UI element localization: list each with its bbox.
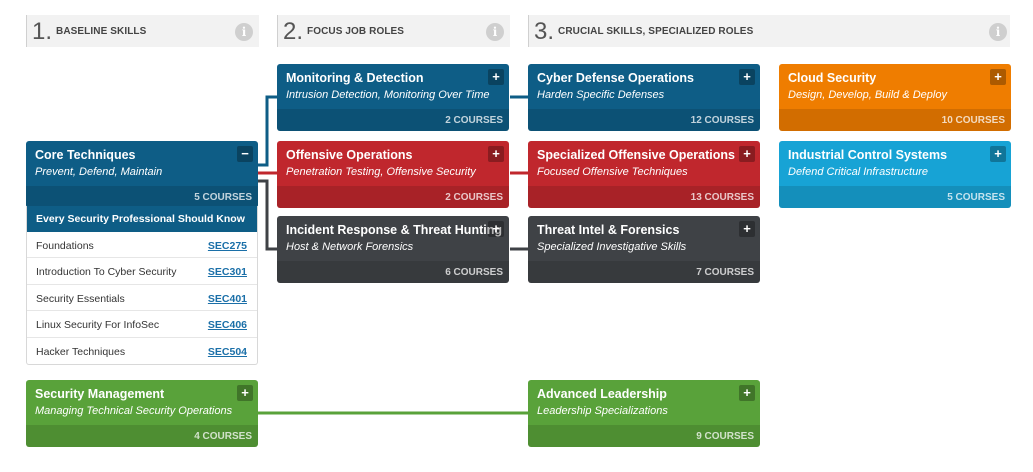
core-course-list: Every Security Professional Should Know …: [26, 206, 258, 365]
course-count: 10 COURSES: [941, 115, 1005, 126]
column-number: 1.: [32, 18, 53, 45]
column-header-baseline: 1. BASELINE SKILLS i: [26, 15, 259, 47]
course-name: Introduction To Cyber Security: [36, 266, 177, 279]
card-subtitle: Managing Technical Security Operations: [35, 405, 233, 417]
course-count: 5 COURSES: [947, 192, 1005, 203]
card-title: Industrial Control Systems: [788, 148, 948, 162]
card-subtitle: Design, Develop, Build & Deploy: [788, 89, 947, 101]
card-title: Offensive Operations: [286, 148, 413, 162]
list-item: Linux Security For InfoSec SEC406: [27, 311, 257, 338]
card-advanced-leadership[interactable]: Advanced Leadership Leadership Specializ…: [528, 380, 760, 447]
expand-icon[interactable]: +: [739, 221, 755, 237]
info-icon[interactable]: i: [486, 23, 504, 41]
info-icon[interactable]: i: [235, 23, 253, 41]
course-code-link[interactable]: SEC301: [207, 266, 247, 279]
course-name: Foundations: [36, 240, 94, 252]
card-title: Cloud Security: [788, 71, 877, 85]
card-core-techniques[interactable]: Core Techniques Prevent, Defend, Maintai…: [26, 141, 258, 208]
course-count: 7 COURSES: [696, 267, 754, 278]
expand-icon[interactable]: +: [488, 146, 504, 162]
card-monitoring-detection[interactable]: Monitoring & Detection Intrusion Detecti…: [277, 64, 509, 131]
card-specialized-offensive[interactable]: Specialized Offensive Operations Focused…: [528, 141, 760, 208]
course-count: 9 COURSES: [696, 431, 754, 442]
card-title: Advanced Leadership: [537, 387, 667, 401]
course-count: 2 COURSES: [445, 115, 503, 126]
expand-icon[interactable]: +: [488, 221, 504, 237]
column-header-focus: 2. FOCUS JOB ROLES i: [277, 15, 510, 47]
card-security-management[interactable]: Security Management Managing Technical S…: [26, 380, 258, 447]
card-title: Threat Intel & Forensics: [537, 223, 680, 237]
card-subtitle: Harden Specific Defenses: [537, 89, 665, 101]
expand-icon[interactable]: +: [990, 146, 1006, 162]
card-industrial-control-systems[interactable]: Industrial Control Systems Defend Critic…: [779, 141, 1011, 208]
course-name: Hacker Techniques: [36, 345, 126, 358]
card-subtitle: Penetration Testing, Offensive Security: [286, 166, 476, 178]
column-number: 3.: [534, 18, 555, 45]
card-subtitle: Specialized Investigative Skills: [537, 241, 687, 253]
card-subtitle: Focused Offensive Techniques: [537, 166, 688, 178]
expand-icon[interactable]: +: [739, 385, 755, 401]
info-icon[interactable]: i: [989, 23, 1007, 41]
course-count: 5 COURSES: [194, 192, 252, 203]
course-count: 6 COURSES: [445, 267, 503, 278]
card-subtitle: Defend Critical Infrastructure: [788, 166, 928, 178]
course-name: Security Essentials: [36, 292, 125, 305]
card-threat-intel-forensics[interactable]: Threat Intel & Forensics Specialized Inv…: [528, 216, 760, 283]
expand-icon[interactable]: +: [739, 146, 755, 162]
card-subtitle: Leadership Specializations: [537, 405, 668, 417]
list-item: Introduction To Cyber Security SEC301: [27, 258, 257, 285]
course-count: 2 COURSES: [445, 192, 503, 203]
expand-icon[interactable]: +: [739, 69, 755, 85]
course-count: 12 COURSES: [690, 115, 754, 126]
card-incident-response[interactable]: Incident Response & Threat Hunting Host …: [277, 216, 509, 283]
list-item: Security Essentials SEC401: [27, 285, 257, 312]
column-title: FOCUS JOB ROLES: [307, 26, 405, 37]
course-code-link[interactable]: SEC504: [207, 345, 247, 358]
card-cyber-defense-operations[interactable]: Cyber Defense Operations Harden Specific…: [528, 64, 760, 131]
column-title: BASELINE SKILLS: [56, 26, 147, 37]
list-item: Foundations SEC275: [27, 232, 257, 259]
card-subtitle: Prevent, Defend, Maintain: [35, 166, 163, 178]
card-title: Security Management: [35, 387, 165, 401]
expand-icon[interactable]: +: [990, 69, 1006, 85]
expand-icon[interactable]: +: [488, 69, 504, 85]
card-subtitle: Intrusion Detection, Monitoring Over Tim…: [286, 89, 490, 101]
course-code-link[interactable]: SEC406: [207, 319, 247, 332]
course-code-link[interactable]: SEC275: [207, 240, 247, 252]
course-name: Linux Security For InfoSec: [36, 319, 160, 332]
card-cloud-security[interactable]: Cloud Security Design, Develop, Build & …: [779, 64, 1011, 131]
card-title: Cyber Defense Operations: [537, 71, 694, 85]
column-title: CRUCIAL SKILLS, SPECIALIZED ROLES: [558, 26, 754, 37]
column-header-crucial: 3. CRUCIAL SKILLS, SPECIALIZED ROLES: [528, 15, 761, 47]
card-title: Specialized Offensive Operations: [537, 148, 735, 162]
card-title: Monitoring & Detection: [286, 71, 424, 85]
course-code-link[interactable]: SEC401: [207, 292, 247, 305]
column-number: 2.: [283, 18, 304, 45]
card-title: Incident Response & Threat Hunting: [286, 223, 502, 237]
collapse-icon[interactable]: −: [237, 146, 253, 162]
card-offensive-operations[interactable]: Offensive Operations Penetration Testing…: [277, 141, 509, 208]
list-item: Hacker Techniques SEC504: [27, 338, 257, 364]
card-title: Core Techniques: [35, 148, 136, 162]
course-list-header: Every Security Professional Should Know: [27, 206, 257, 232]
column-header-extension: i: [761, 15, 1010, 47]
course-count: 4 COURSES: [194, 431, 252, 442]
expand-icon[interactable]: +: [237, 385, 253, 401]
course-count: 13 COURSES: [690, 192, 754, 203]
card-subtitle: Host & Network Forensics: [286, 241, 414, 253]
